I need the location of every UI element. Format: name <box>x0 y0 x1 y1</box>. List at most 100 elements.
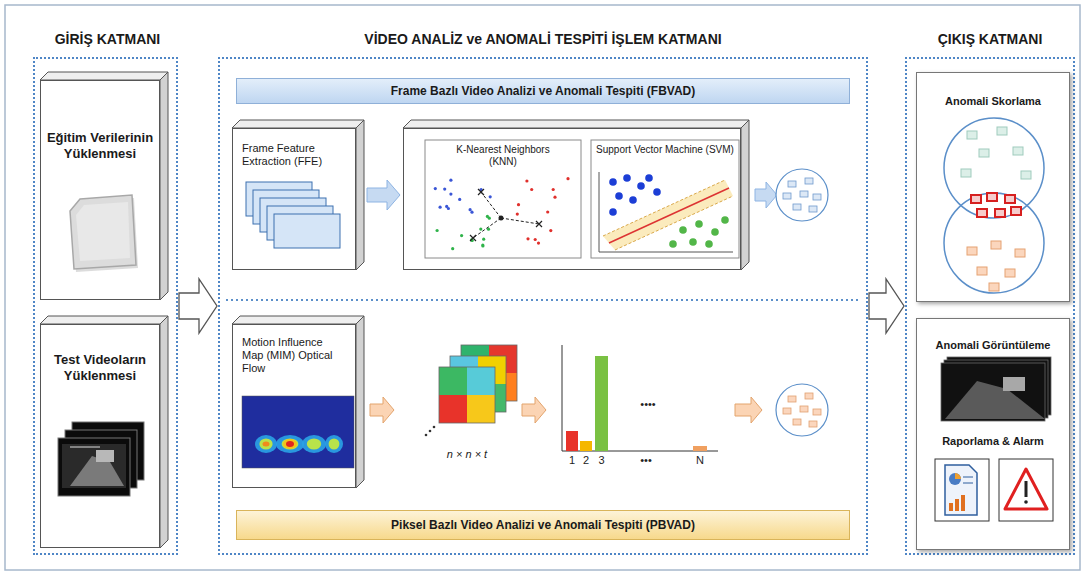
normal-sample <box>1013 147 1023 155</box>
data-point <box>449 193 452 196</box>
feature-sample <box>805 178 813 184</box>
output-box: Anomali Skorlama <box>916 72 1070 302</box>
histogram-bar <box>580 441 592 451</box>
box-top-face <box>232 316 364 324</box>
matrix-border <box>461 345 517 401</box>
data-point <box>481 243 484 246</box>
outer-frame <box>5 5 1080 570</box>
heat-blob <box>286 441 294 447</box>
process-box: Motion Influence Map (MIM) Optical Flow <box>232 316 364 488</box>
feature-sample <box>783 193 791 199</box>
axis <box>599 252 733 253</box>
histogram-label: 3 <box>595 454 608 467</box>
node-graphic <box>403 120 749 270</box>
report-line <box>963 483 973 484</box>
matrix-cell <box>439 395 467 423</box>
matrix-cell <box>439 367 467 395</box>
normal-sample <box>979 149 989 157</box>
node-text: Eğitim Verilerinin Yüklenmesi <box>46 130 154 161</box>
histogram-bar <box>693 446 707 451</box>
normal-sample <box>967 131 977 139</box>
image-highlight <box>76 202 130 261</box>
heat-blob <box>307 439 321 450</box>
matrix-dots <box>429 430 432 433</box>
box-top-face <box>232 120 364 128</box>
flow-arrow <box>179 279 217 333</box>
warning-mark <box>1024 500 1028 504</box>
class-a-point <box>615 192 623 200</box>
process-box: Frame Feature Extraction (FFE) <box>232 120 364 270</box>
heat-blob <box>282 439 299 450</box>
section-band: Frame Bazlı Video Analizi ve Anomali Tes… <box>236 78 850 104</box>
icon-frame <box>999 459 1053 521</box>
box-top-face <box>40 316 168 324</box>
feature-sample <box>783 408 791 414</box>
node-text: K-Nearest Neighbors (KNN) <box>448 144 558 168</box>
data-point <box>451 247 454 250</box>
class-b-point <box>689 238 697 246</box>
class-b-point <box>679 226 687 234</box>
data-point <box>537 242 540 245</box>
neighbor-distance <box>473 218 501 238</box>
feature-sample <box>788 181 796 187</box>
matrix-border <box>439 367 495 423</box>
pixel-sample <box>989 283 999 291</box>
node-graphic <box>40 72 168 300</box>
box-side-face <box>356 316 364 488</box>
class-b-point <box>669 240 677 248</box>
layer-panel: VİDEO ANALİZ ve ANOMALİ TESPİTİ İŞLEM KA… <box>218 57 868 555</box>
heat-blob <box>325 435 343 453</box>
data-point <box>553 196 556 199</box>
class-a-point <box>609 178 617 186</box>
warning-mark <box>1025 481 1028 497</box>
data-point <box>449 179 452 182</box>
feature-sample <box>800 191 808 197</box>
data-point <box>534 238 537 241</box>
data-point <box>479 228 482 231</box>
heat-blob <box>283 439 297 449</box>
data-point <box>546 210 549 213</box>
node-text: Test Videoların Yüklenmesi <box>46 352 154 383</box>
flow-arrow <box>522 397 546 423</box>
feature-cluster <box>776 384 828 436</box>
box-side-face <box>160 316 168 548</box>
data-point <box>530 188 533 191</box>
data-point <box>447 207 450 210</box>
venn-circle <box>944 118 1044 218</box>
normal-sample <box>997 127 1007 135</box>
histogram-label: N <box>693 454 707 467</box>
feature-sample <box>813 409 821 415</box>
data-point <box>489 195 492 198</box>
feature-sample <box>793 419 801 425</box>
video-frame <box>58 438 130 496</box>
node-text: Piksel Bazlı Video Analizi ve Anomali Te… <box>237 511 849 539</box>
box-front-face <box>41 81 160 300</box>
output-box: Anomali GörüntülemeRaporlama & Alarm <box>916 318 1070 550</box>
heat-blob <box>329 439 340 450</box>
venn-circle <box>944 193 1044 293</box>
dimension-label: n × n × t <box>437 448 497 461</box>
report-bar <box>961 495 965 511</box>
data-point <box>434 187 437 190</box>
data-point <box>458 198 461 201</box>
video-frame <box>941 363 1045 421</box>
class-b-point <box>705 240 713 248</box>
knn-panel <box>425 140 581 258</box>
data-point <box>552 188 555 191</box>
anomaly-sample <box>995 209 1005 217</box>
report-line <box>963 477 973 478</box>
box-top-face <box>403 120 749 128</box>
image-icon <box>70 195 136 269</box>
node-text: Frame Bazlı Video Analizi ve Anomali Tes… <box>237 79 849 103</box>
flow-arrow <box>367 180 400 210</box>
feature-sample <box>805 393 813 399</box>
data-point <box>549 229 552 232</box>
anomaly-sample <box>1005 195 1015 203</box>
pixel-sample <box>1005 269 1015 277</box>
normal-sample <box>1021 171 1031 179</box>
process-box: Test Videoların Yüklenmesi <box>40 316 168 548</box>
section-separator <box>226 299 860 301</box>
layer-title: VİDEO ANALİZ ve ANOMALİ TESPİTİ İŞLEM KA… <box>220 31 866 48</box>
box-top-face <box>40 72 168 80</box>
class-b-point <box>711 228 719 236</box>
